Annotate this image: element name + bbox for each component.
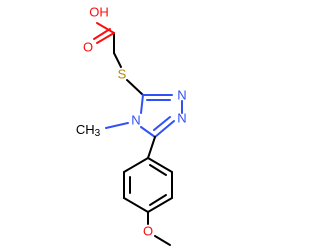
bond-ar-3 <box>147 197 173 213</box>
bond-n1-c5 <box>154 120 175 138</box>
bond-n4-ch3 <box>105 122 129 129</box>
bond-ar-6 <box>123 157 149 173</box>
hydroxyl-label: OH <box>89 5 109 20</box>
bond-n1-c5-double <box>153 116 171 131</box>
bond-o-ch3 <box>154 235 171 246</box>
bond-n4-c3 <box>140 94 144 114</box>
bond-ar-4 <box>123 197 149 213</box>
bond-ar-1 <box>147 157 173 173</box>
bond-ar-double-2 <box>149 194 167 206</box>
triazole-n-right-label: N <box>177 111 186 126</box>
triazole-n-methyl-label: N <box>131 113 140 128</box>
bond-c-oh <box>96 22 115 34</box>
sulfur-label: S <box>118 67 127 82</box>
bond-c-o-double-b <box>93 28 111 40</box>
bond-c-o-double-a <box>96 32 115 44</box>
bond-ch2-s <box>113 52 122 68</box>
ether-oxygen-label: O <box>143 224 153 239</box>
bond-s-c3 <box>126 79 144 96</box>
bond-c5-n4 <box>140 126 156 138</box>
bond-c5-phenyl <box>147 136 156 159</box>
methyl-subscript: 3 <box>95 128 101 139</box>
carbonyl-oxygen-label: O <box>83 40 93 55</box>
triazole-n-top-label: N <box>177 88 186 103</box>
methyl-label: CH3 <box>76 122 101 139</box>
bond-ar-double-1 <box>149 164 167 176</box>
chemical-structure: OH O S N N N CH3 O <box>76 5 187 246</box>
